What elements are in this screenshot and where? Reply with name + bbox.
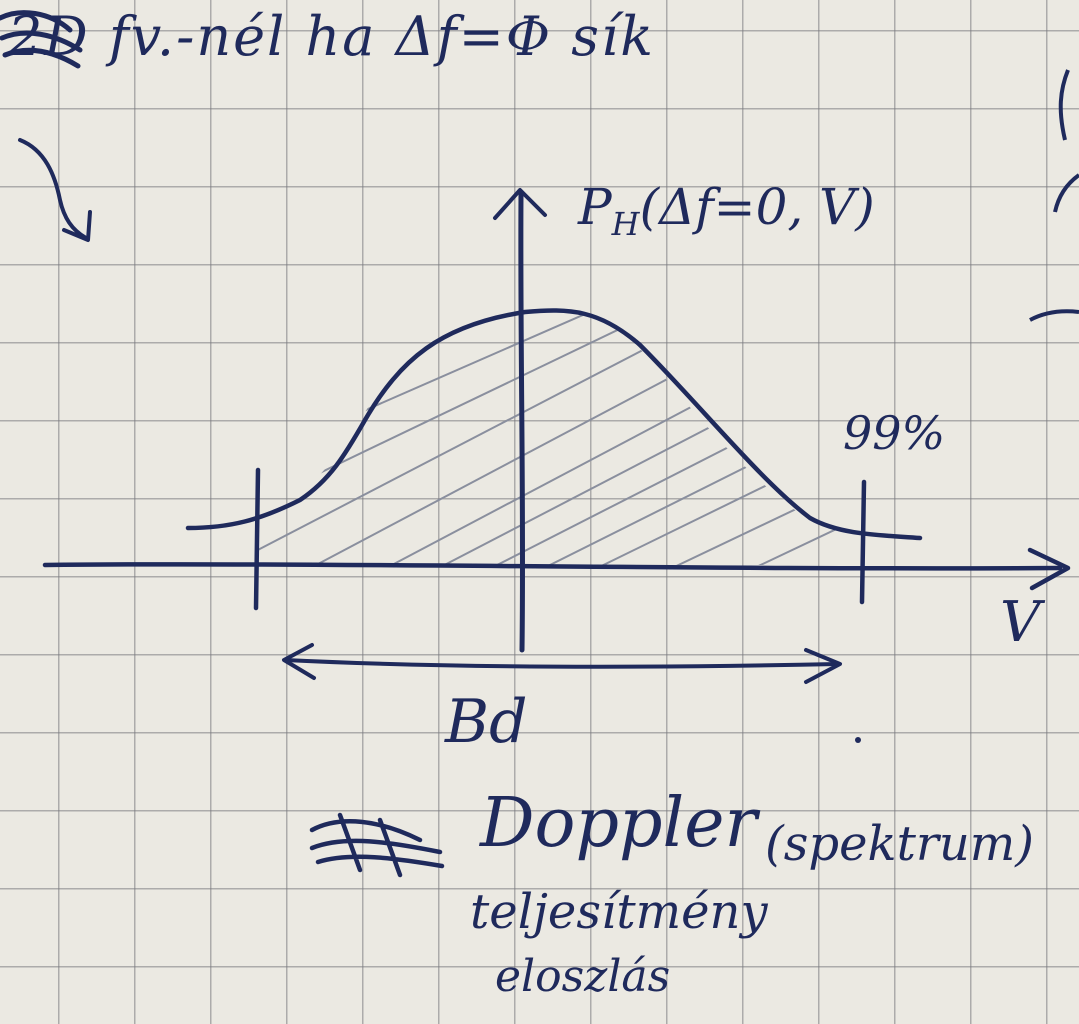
right-bound-tick [859, 479, 867, 605]
scratch-mark-top [0, 10, 83, 69]
ink-dot [855, 737, 861, 743]
percent-label: 99% [843, 406, 946, 460]
header-note: 2D fv.-nél ha Δf=Φ sík [8, 5, 655, 68]
y-axis-label-main: P [578, 178, 612, 236]
scratch-mark-caption [309, 812, 445, 878]
y-axis-label-subscript: H [611, 205, 640, 243]
bandwidth-double-arrow [282, 643, 842, 684]
edge-marks [1029, 69, 1079, 322]
caption-doppler: Doppler [480, 784, 758, 863]
caption-spectrum: (spektrum) [765, 816, 1034, 872]
curved-arrow-icon [18, 138, 92, 242]
x-axis-label: V [1000, 590, 1041, 655]
caption-line-3: eloszlás [495, 951, 671, 1002]
caption-line-2: teljesítmény [470, 884, 768, 940]
y-axis-label: PH(Δf=0, V) [578, 182, 875, 240]
x-axis [42, 547, 1071, 591]
bandwidth-label: Bd [445, 687, 528, 757]
left-bound-tick [253, 467, 261, 611]
distribution-curve [185, 308, 923, 541]
y-axis-label-args: (Δf=0, V) [639, 178, 875, 236]
area-hatching [258, 310, 865, 565]
y-axis [493, 188, 547, 653]
